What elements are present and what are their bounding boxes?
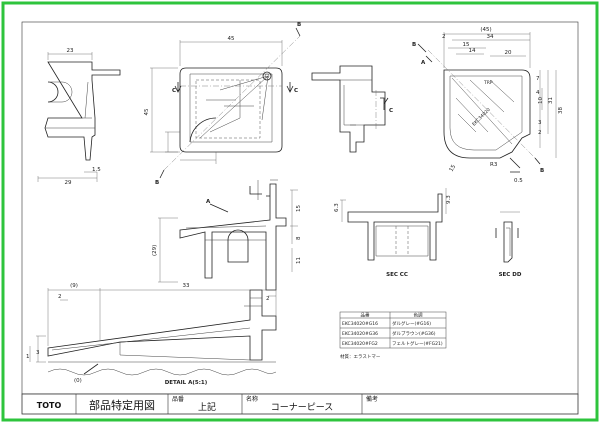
left-view: 23 29 1.5 xyxy=(37,48,121,186)
sec-a-dim-15: 15 xyxy=(296,205,302,212)
detail-dim-1: 1 xyxy=(26,354,30,360)
part-no-value: 上記 xyxy=(198,401,216,413)
left-dim-depth: 29 xyxy=(65,180,72,186)
iso-dim-38: 38 xyxy=(558,107,564,114)
sec-cc-title: SEC CC xyxy=(386,272,408,278)
iso-dim-0-5: 0.5 xyxy=(514,178,523,184)
iso-section-b-upper: B xyxy=(412,42,416,48)
iso-dim-31: 31 xyxy=(548,97,554,104)
table-row-code: EKC34020#G36 xyxy=(342,331,378,337)
iso-dim-20: 20 xyxy=(505,50,512,56)
section-a-view: 15 8 (29) 11 A xyxy=(152,179,302,291)
side-view: C xyxy=(311,65,393,153)
notes-label: 備考 xyxy=(366,395,378,403)
sec-a-label: A xyxy=(206,199,211,205)
name-value: コーナーピース xyxy=(271,402,334,413)
name-label: 名称 xyxy=(246,395,258,403)
table-row-color: ダルブラウン(#G36) xyxy=(392,330,436,337)
iso-label-a: A xyxy=(421,60,426,66)
top-section-c-left: C xyxy=(172,88,176,94)
sec-a-dim-29: (29) xyxy=(152,245,158,256)
iso-dim-15b: 15 xyxy=(449,164,458,173)
iso-dim-34: 34 xyxy=(487,34,494,40)
table-row-color: フェルトグレー(#FG21) xyxy=(392,340,443,347)
top-section-b-upper: B xyxy=(297,22,301,28)
iso-view: EKC34020 TRP (45) 34 2 15 14 20 7 4 10 3… xyxy=(412,27,564,184)
iso-dim-10: 10 xyxy=(538,97,544,104)
iso-dim-2: 2 xyxy=(442,34,446,40)
sec-a-dim-11: 11 xyxy=(296,257,302,264)
sec-dd-title: SEC DD xyxy=(499,272,522,278)
sec-cc-dim-6-3: 6.3 xyxy=(334,203,340,212)
detail-dim-33: 33 xyxy=(183,283,190,289)
detail-dim-3: 3 xyxy=(36,350,40,356)
iso-dim-2b: 2 xyxy=(538,130,542,136)
part-no-label: 品番 xyxy=(172,396,184,403)
detail-dim-0: (0) xyxy=(74,378,82,384)
parts-table-header-code: 品番 xyxy=(361,312,370,319)
table-row-code: EKC34020#FG2 xyxy=(342,341,378,347)
top-section-c-right: C xyxy=(294,88,298,94)
side-section-c: C xyxy=(389,108,393,114)
iso-dim-3: 3 xyxy=(538,120,542,126)
section-cc-view: 6.3 9.3 SEC CC xyxy=(334,188,452,278)
detail-a-view: (9) 33 2 2 3 1 (0) DETAIL A(5:1) xyxy=(26,283,277,386)
parts-table: 品番 色調 EKC34020#G16 ダルグレー(#G16) EKC34020#… xyxy=(339,311,447,360)
iso-dim-4: 4 xyxy=(536,90,540,96)
section-dd-view: SEC DD xyxy=(495,211,522,278)
brand-logo: TOTO xyxy=(37,401,62,410)
iso-dim-r3: R3 xyxy=(490,162,498,168)
doc-type: 部品特定用図 xyxy=(89,398,155,412)
iso-dim-7: 7 xyxy=(536,76,540,82)
parts-table-material: 材質：エラストマー xyxy=(340,353,381,360)
iso-dim-15: 15 xyxy=(463,42,470,48)
detail-dim-2b: 2 xyxy=(266,296,270,302)
table-row-color: ダルグレー(#G16) xyxy=(392,320,431,327)
top-section-b-lower: B xyxy=(155,180,159,186)
left-dim-step: 1.5 xyxy=(92,167,101,173)
detail-dim-2a: 2 xyxy=(58,294,62,300)
iso-section-b-lower: B xyxy=(540,168,544,174)
iso-dim-14: 14 xyxy=(469,48,476,54)
sec-cc-dim-9-3: 9.3 xyxy=(446,195,452,204)
detail-dim-9: (9) xyxy=(70,283,78,289)
table-row-code: EKC34020#G16 xyxy=(342,321,378,327)
top-dim-height: 45 xyxy=(144,108,150,115)
title-block: TOTO 部品特定用図 品番 上記 名称 コーナーピース 備考 xyxy=(21,393,579,415)
sec-a-dim-8: 8 xyxy=(296,236,302,240)
parts-table-header-color: 色調 xyxy=(414,312,423,319)
left-dim-width: 23 xyxy=(67,48,74,54)
svg-text:TRP: TRP xyxy=(483,80,493,86)
iso-part-code: EKC34020 TRP xyxy=(471,80,493,127)
iso-dim-45: (45) xyxy=(480,27,491,33)
detail-title: DETAIL A(5:1) xyxy=(165,380,208,386)
top-dim-width: 45 xyxy=(228,36,235,42)
parts-table-frame xyxy=(339,311,447,349)
top-view: 45 45 C C B B xyxy=(144,22,301,186)
